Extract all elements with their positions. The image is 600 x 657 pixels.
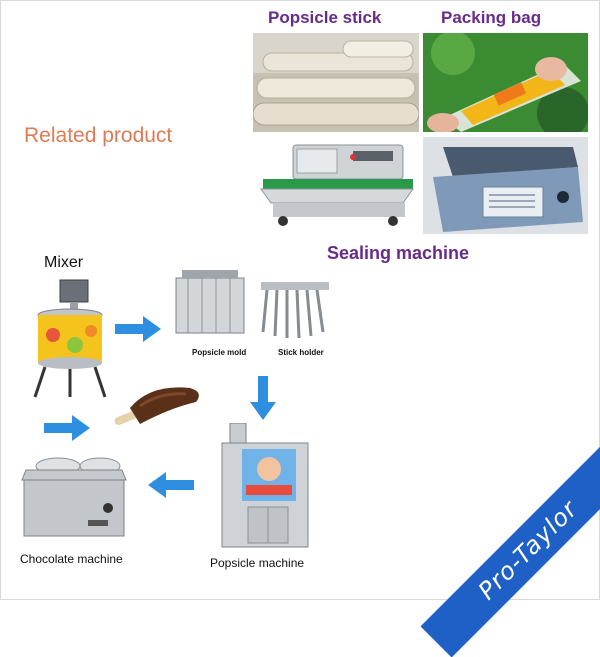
arrow-right-icon (115, 316, 161, 342)
popsicle-machine-photo (218, 423, 313, 553)
popsicle-icon (110, 378, 206, 438)
mixer-label: Mixer (44, 254, 84, 271)
related-product-heading: Related product (24, 124, 173, 147)
packing-bag-photo (423, 33, 588, 132)
arrow-down-icon (250, 376, 276, 420)
popsicle-stick-heading: Popsicle stick (268, 8, 382, 27)
popsicle-mold-label: Popsicle mold (192, 348, 247, 357)
stick-holder-label: Stick holder (278, 348, 324, 357)
popsicle-stick-photo (253, 33, 419, 132)
mixer-photo (25, 275, 115, 400)
sealing-machine-heading: Sealing machine (327, 243, 470, 263)
chocolate-machine-label: Chocolate machine (20, 552, 123, 566)
band-sealer-photo (253, 137, 419, 234)
popsicle-mold-photo (168, 268, 252, 348)
packing-bag-heading: Packing bag (441, 8, 542, 27)
popsicle-machine-label: Popsicle machine (210, 556, 305, 570)
chocolate-machine-photo (18, 450, 130, 542)
stick-holder-photo (255, 272, 335, 344)
impulse-sealer-photo (423, 137, 588, 234)
arrow-up-right-icon (44, 415, 90, 441)
arrow-left-icon (148, 472, 194, 498)
